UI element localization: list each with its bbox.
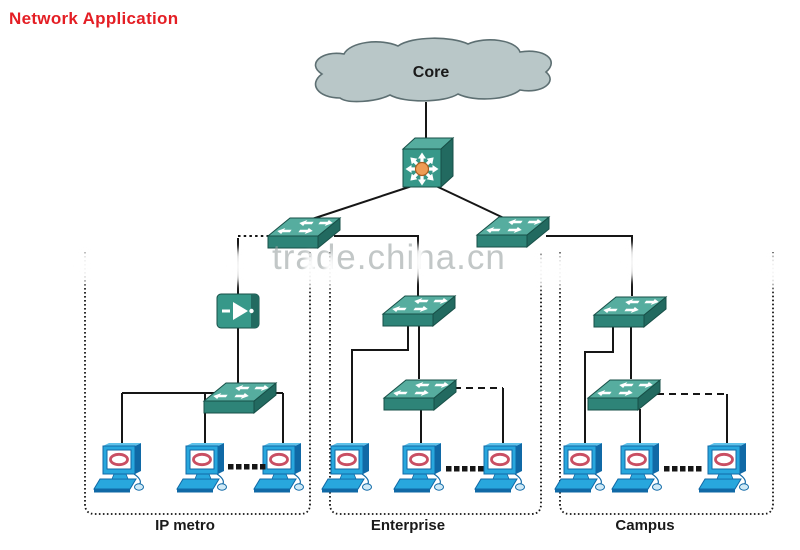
section-box-campus [559, 252, 774, 515]
ipmetro-pc1-icon [92, 441, 145, 494]
enterprise-upper-switch-icon [383, 296, 455, 326]
core-router-icon [403, 138, 453, 187]
ipmetro-pc2-icon [175, 441, 228, 494]
section-boxes [84, 252, 774, 515]
campus-more-pcs-ellipsis [664, 466, 702, 472]
page-title: Network Application [9, 9, 179, 28]
ipmetro-media-converter-icon [216, 293, 260, 329]
section-box-enterprise [329, 252, 542, 515]
enterprise-left-branch [351, 325, 409, 452]
core-cloud-label: Core [412, 64, 450, 81]
campus-pc1-icon [553, 441, 606, 494]
enterprise-pc2-icon [392, 441, 445, 494]
link-core-right-switch [435, 185, 509, 221]
campus-pc2-icon [610, 441, 663, 494]
link-rightswitch-campus [546, 235, 633, 296]
ipmetro-access-switch-icon [204, 383, 276, 413]
campus-upper-switch-icon [594, 297, 666, 327]
section-label-campus: Campus [615, 517, 675, 534]
campus-lower-switch-icon [588, 380, 660, 410]
section-box-ip-metro [84, 252, 311, 515]
enterprise-pc1-icon [320, 441, 373, 494]
link-core-left-switch [305, 185, 413, 222]
enterprise-lower-switch-icon [384, 380, 456, 410]
enterprise-more-pcs-ellipsis [446, 466, 484, 472]
core-cloud [314, 37, 552, 103]
watermark-text: trade.china.cn [272, 238, 506, 277]
campus-pc3-icon [697, 441, 750, 494]
section-label-enterprise: Enterprise [370, 517, 446, 534]
campus-left-branch [584, 326, 614, 452]
section-label-ip-metro: IP metro [155, 517, 215, 534]
ipmetro-more-pcs-ellipsis [228, 464, 266, 470]
